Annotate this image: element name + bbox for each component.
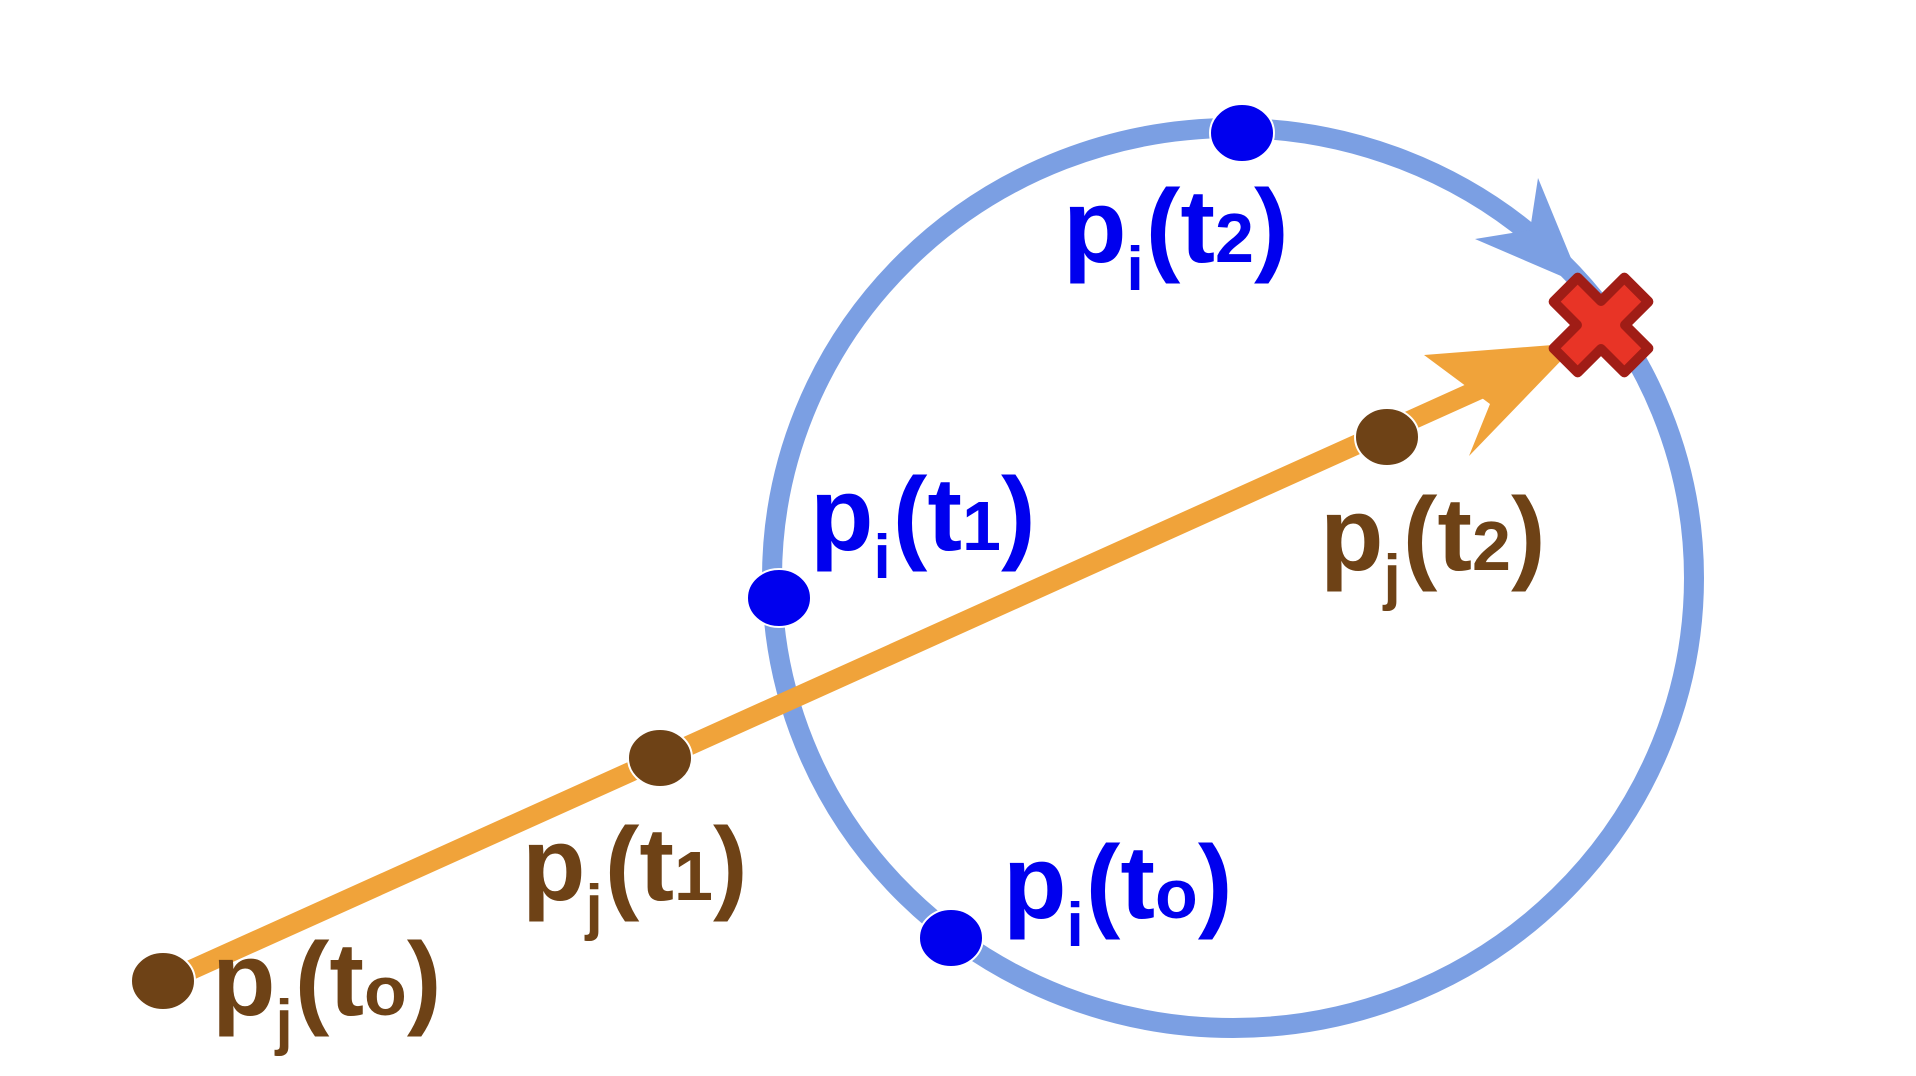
label-time-index: o (1155, 855, 1198, 933)
label-p: p (810, 457, 874, 573)
agent-i-dot-t0 (918, 908, 984, 968)
linear-arrowhead (1424, 343, 1578, 456)
label-close-paren: ) (1511, 477, 1546, 593)
label-open-paren: ( (1403, 477, 1438, 593)
label-pi-t1: pi(t1) (810, 457, 1036, 592)
label-open-paren: ( (1086, 825, 1121, 941)
label-t: t (639, 807, 674, 923)
label-subscript: j (585, 873, 603, 942)
label-close-paren: ) (713, 807, 748, 923)
label-pj-t0: pj(to) (212, 922, 441, 1057)
label-subscript: i (1127, 235, 1144, 304)
label-t: t (927, 457, 962, 573)
label-open-paren: ( (605, 807, 640, 923)
label-time-index: 2 (1215, 199, 1254, 277)
label-t: t (329, 922, 364, 1038)
label-subscript: i (874, 523, 891, 592)
linear-trajectory (152, 370, 1510, 993)
label-p: p (1003, 825, 1067, 941)
label-t: t (1180, 169, 1215, 285)
label-open-paren: ( (1146, 169, 1181, 285)
label-t: t (1437, 477, 1472, 593)
circular-arrowhead (1475, 178, 1582, 285)
label-close-paren: ) (1198, 825, 1233, 941)
label-pj-t1: pj(t1) (522, 807, 748, 942)
label-subscript: j (1383, 543, 1401, 612)
label-pi-t0: pi(to) (1003, 825, 1232, 960)
label-open-paren: ( (893, 457, 928, 573)
label-p: p (212, 922, 276, 1038)
x-mark-icon (1548, 272, 1654, 378)
agent-j-dot-t1 (627, 728, 693, 788)
label-close-paren: ) (407, 922, 442, 1038)
label-time-index: 2 (1472, 507, 1511, 585)
agent-j-dot-t0 (130, 951, 196, 1011)
label-subscript: j (275, 988, 293, 1057)
label-time-index: 1 (674, 837, 713, 915)
agent-i-dot-t1 (746, 568, 812, 628)
label-open-paren: ( (295, 922, 330, 1038)
label-close-paren: ) (1001, 457, 1036, 573)
label-time-index: o (364, 952, 407, 1030)
label-subscript: i (1067, 891, 1084, 960)
agent-j-dot-t2 (1354, 407, 1420, 467)
agent-i-dot-t2 (1209, 103, 1275, 163)
label-pi-t2: pi(t2) (1063, 169, 1289, 304)
label-p: p (1063, 169, 1127, 285)
label-p: p (522, 807, 586, 923)
label-pj-t2: pj(t2) (1320, 477, 1546, 612)
label-time-index: 1 (962, 487, 1001, 565)
label-t: t (1120, 825, 1155, 941)
label-close-paren: ) (1254, 169, 1289, 285)
label-p: p (1320, 477, 1384, 593)
